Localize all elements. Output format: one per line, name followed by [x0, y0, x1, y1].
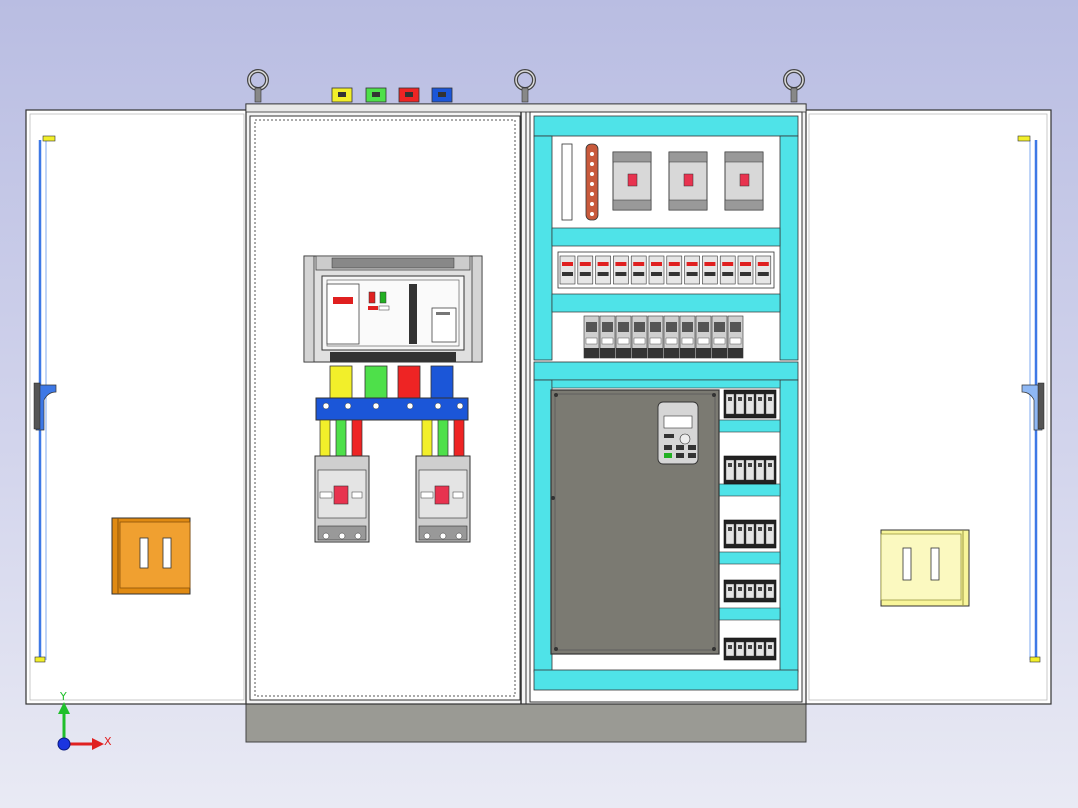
top-terminal-caps — [331, 87, 453, 103]
terminal-block — [666, 255, 683, 285]
terminal-block — [755, 255, 772, 285]
contactor — [711, 315, 728, 359]
ground-bar — [561, 143, 599, 221]
din-module-group — [723, 519, 777, 549]
branch-breaker — [415, 455, 471, 543]
vfd-keypad — [657, 401, 699, 465]
contactor-row — [583, 315, 744, 359]
plinth — [245, 703, 807, 743]
contactor — [599, 315, 616, 359]
left-door-handle[interactable] — [111, 517, 191, 595]
terminal-block — [684, 255, 700, 285]
coordinate-triad: Y X — [57, 690, 112, 751]
terminal-block — [613, 255, 629, 285]
lifting-eye — [514, 69, 536, 103]
y-axis-label: Y — [59, 690, 67, 703]
lifting-eye — [247, 69, 269, 103]
contactor — [727, 315, 744, 359]
contactor — [615, 315, 632, 359]
top-breaker — [724, 151, 764, 211]
contactor — [695, 315, 712, 359]
lifting-eye — [783, 69, 805, 103]
top-breaker — [612, 151, 652, 211]
left-door — [25, 109, 249, 705]
din-module-group — [723, 455, 777, 485]
din-module-group — [723, 389, 777, 419]
terminal-block — [702, 255, 718, 285]
x-axis-label: X — [104, 735, 112, 748]
main-breaker — [303, 255, 483, 363]
terminal-block — [630, 255, 647, 285]
right-door-handle[interactable] — [880, 529, 970, 607]
contactor — [663, 315, 680, 359]
terminal-row — [557, 251, 775, 289]
left-door-rod — [33, 135, 57, 663]
terminal-block — [559, 255, 576, 285]
din-module-group — [723, 579, 777, 603]
terminal-block — [595, 255, 611, 285]
contactor — [631, 315, 648, 359]
contactor — [679, 315, 696, 359]
contactor — [647, 315, 664, 359]
vfd — [550, 389, 720, 655]
branch-breaker — [314, 455, 370, 543]
terminal-block — [648, 255, 665, 285]
right-door — [804, 109, 1052, 705]
din-module-group — [723, 637, 777, 661]
right-door-rod — [1017, 135, 1045, 663]
right-modules — [723, 389, 777, 661]
terminal-block — [577, 255, 594, 285]
terminal-block — [719, 255, 736, 285]
contactor — [583, 315, 600, 359]
top-breaker — [668, 151, 708, 211]
terminal-block — [737, 255, 754, 285]
busbars — [315, 365, 469, 461]
